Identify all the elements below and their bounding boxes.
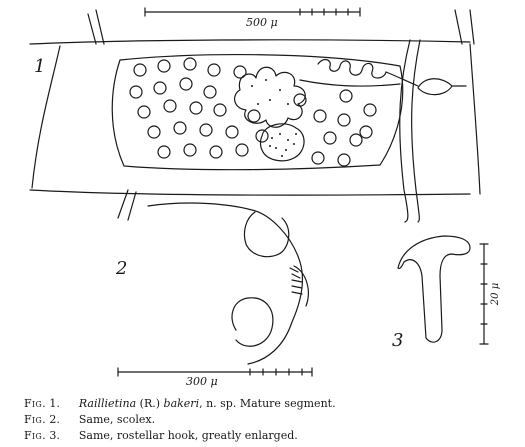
caption-fig3: Fig. 3. Same, rostellar hook, greatly en…	[24, 429, 298, 443]
caption-fig1-label: Fig.	[24, 397, 46, 410]
caption-fig1-subgenus: (R.)	[139, 397, 161, 410]
caption-fig2-text: Same, scolex.	[78, 413, 156, 426]
ovary	[234, 66, 306, 128]
fig3-number: 3	[392, 330, 403, 351]
caption-fig3-label: Fig.	[24, 429, 46, 442]
caption-fig2-label: Fig.	[24, 413, 46, 426]
fig3-scale-bar	[479, 243, 489, 345]
fig1-scale-label: 500 μ	[246, 16, 278, 29]
caption-fig3-num: 3.	[49, 429, 60, 442]
fig1-segment-drawing	[29, 7, 481, 223]
fig3-hook-drawing	[397, 235, 489, 345]
fig2-number: 2	[115, 258, 127, 279]
caption-fig1-species: bakeri	[163, 397, 200, 410]
vas-deferens-coil	[317, 58, 387, 79]
cirrus-pouch	[417, 78, 453, 96]
fig2-scolex-drawing	[117, 202, 313, 377]
caption-fig1: Fig. 1. Raillietina (R.) bakeri, n. sp. …	[24, 397, 336, 411]
caption-fig3-text: Same, rostellar hook, greatly enlarged.	[78, 429, 298, 442]
fig2-scale-label: 300 μ	[186, 375, 218, 388]
caption-fig2: Fig. 2. Same, scolex.	[24, 413, 155, 427]
egg-capsules	[129, 57, 377, 167]
fig3-scale-label: 20 μ	[490, 283, 501, 306]
fig2-scale-bar	[117, 367, 313, 377]
caption-fig1-num: 1.	[49, 397, 60, 410]
fig1-scale-bar	[144, 7, 361, 17]
caption-fig2-num: 2.	[49, 413, 60, 426]
caption-fig1-rest: , n. sp. Mature segment.	[199, 397, 336, 410]
vitelline-gland	[259, 123, 305, 162]
fig1-number: 1	[34, 56, 45, 77]
caption-fig1-genus: Raillietina	[78, 397, 137, 410]
rostellum	[289, 265, 309, 307]
